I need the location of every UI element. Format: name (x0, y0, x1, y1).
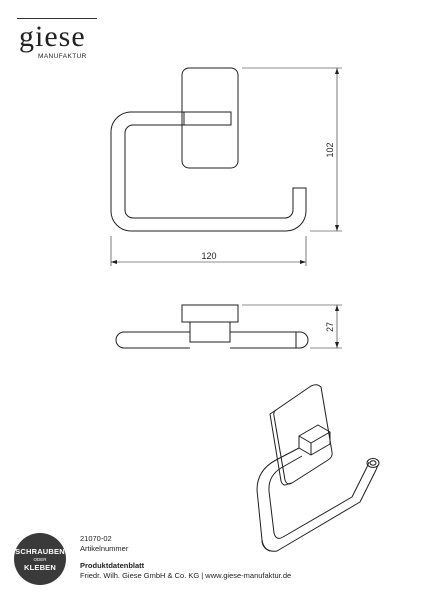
company-line: Friedr. Wilh. Giese GmbH & Co. KG | www.… (80, 570, 292, 580)
persp-plate-front (273, 384, 333, 485)
persp-mount-block (298, 424, 331, 456)
side-view (115, 304, 309, 349)
front-arm-outline (110, 111, 307, 232)
dim-height (242, 67, 342, 232)
side-wall-plate (181, 304, 239, 323)
badge-line-2: ODER (33, 557, 47, 562)
badge-line-3: KLEBEN (23, 563, 57, 572)
sheet-title: Produktdatenblatt (80, 561, 145, 570)
perspective-view (256, 384, 380, 552)
front-arm-mount (183, 111, 232, 126)
logo-subtitle: MANUFAKTUR (38, 53, 87, 60)
front-wall-plate (181, 67, 239, 169)
badge-line-1: SCHRAUBEN (15, 547, 65, 556)
article-label: Artikelnummer (80, 543, 129, 553)
dim-depth-label: 27 (325, 322, 335, 332)
article-number: 21070-02 (80, 534, 112, 543)
persp-plate-side (269, 409, 293, 486)
side-mount-block (189, 321, 231, 343)
persp-arm-inner (268, 455, 368, 539)
dim-width-label: 120 (201, 251, 216, 261)
product-info: 21070-02 Artikelnummer Produktdatenblatt… (80, 534, 291, 580)
side-arm-outline (115, 331, 309, 349)
dim-depth (242, 304, 342, 349)
dim-height-label: 102 (325, 142, 335, 157)
dim-width (110, 236, 307, 266)
persp-arm-end-cap (366, 458, 380, 468)
front-view (110, 67, 307, 232)
logo-wordmark: giese (19, 20, 86, 53)
mounting-badge: SCHRAUBEN ODER KLEBEN (14, 533, 66, 585)
logo-rule (17, 18, 97, 19)
